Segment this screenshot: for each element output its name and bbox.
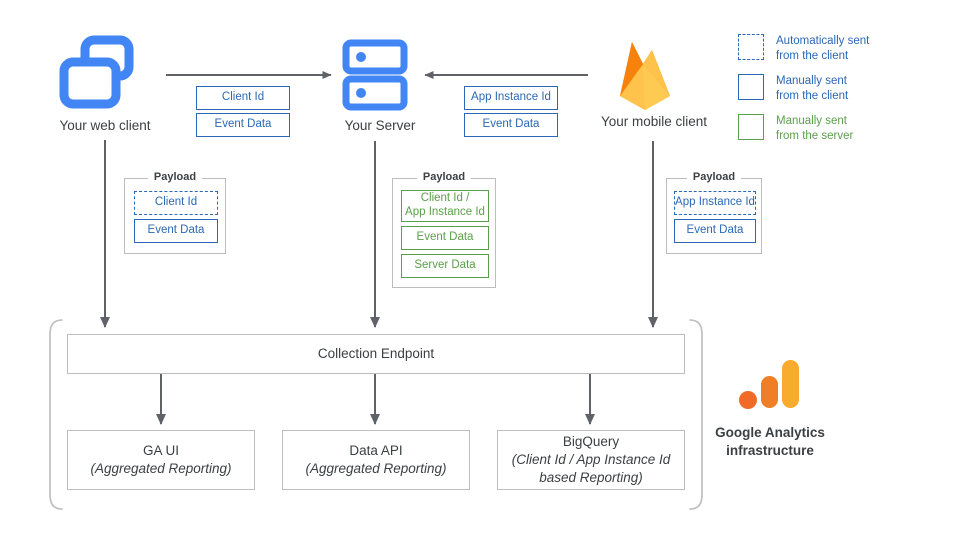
node-server-label: Your Server — [344, 118, 416, 133]
payload-server-item-event-data: Event Data — [401, 226, 489, 250]
output-bigquery-subtitle-line1: (Client Id / App Instance Id — [511, 451, 671, 467]
legend-item-manual-client: Manually sent from the client — [738, 74, 848, 104]
payload-server-item-server-data: Server Data — [401, 254, 489, 278]
payload-web-item-client-id: Client Id — [134, 191, 218, 215]
output-data-api-title: Data API — [349, 442, 403, 458]
payload-server-item-ids: Client Id / App Instance Id — [401, 190, 489, 222]
output-box-ga-ui: GA UI (Aggregated Reporting) — [67, 430, 255, 490]
browser-windows-icon — [59, 35, 134, 109]
payload-web-title: Payload — [147, 171, 203, 183]
payload-web-item-event-data: Event Data — [134, 219, 218, 243]
legend-manual-client-line1: Manually sent — [776, 75, 847, 87]
ga-brand-line1: Google Analytics — [715, 425, 825, 440]
legend-manual-server-line2: from the server — [776, 130, 854, 143]
payload-mobile-item-app-instance-id: App Instance Id — [674, 191, 756, 215]
legend-auto-client-line2: from the client — [776, 50, 849, 63]
legend-label-auto-client: Automatically sent from the client — [776, 34, 869, 64]
legend-swatch-solid-blue — [738, 74, 764, 100]
output-box-data-api: Data API (Aggregated Reporting) — [282, 430, 470, 490]
output-ga-ui-subtitle: (Aggregated Reporting) — [90, 461, 232, 476]
transit-box-app-instance-id: App Instance Id — [464, 86, 558, 110]
ga-brand-line2: infrastructure — [726, 442, 814, 458]
payload-server: Payload Client Id / App Instance Id Even… — [392, 171, 496, 288]
google-analytics-brand: Google Analytics infrastructure — [700, 358, 840, 468]
node-server: Your Server — [340, 38, 420, 138]
output-ga-ui-title: GA UI — [142, 442, 179, 458]
payload-mobile-item-event-data: Event Data — [674, 219, 756, 243]
node-mobile-client-label: Your mobile client — [600, 114, 708, 129]
payload-server-item-ids-line2: App Instance Id — [405, 206, 485, 218]
infrastructure-bracket-right — [689, 319, 703, 510]
transit-box-client-id: Client Id — [196, 86, 290, 110]
legend-manual-client-line2: from the client — [776, 90, 849, 103]
node-web-client: Your web client — [55, 34, 155, 134]
legend-item-manual-server: Manually sent from the server — [738, 114, 853, 144]
output-bigquery-title: BigQuery — [562, 433, 620, 449]
output-box-bigquery: BigQuery (Client Id / App Instance Id ba… — [497, 430, 685, 490]
legend-swatch-solid-green — [738, 114, 764, 140]
payload-mobile: Payload App Instance Id Event Data — [666, 171, 762, 254]
payload-mobile-title: Payload — [686, 171, 742, 183]
legend-label-manual-client: Manually sent from the client — [776, 74, 848, 104]
google-analytics-bars-icon — [739, 360, 799, 409]
server-racks-icon — [342, 39, 408, 111]
transit-box-event-data-mobile: Event Data — [464, 113, 558, 137]
output-data-api-subtitle: (Aggregated Reporting) — [305, 461, 447, 476]
collection-endpoint-box: Collection Endpoint — [67, 334, 685, 374]
legend-item-auto-client: Automatically sent from the client — [738, 34, 869, 64]
legend-swatch-dashed-blue — [738, 34, 764, 60]
transit-box-event-data: Event Data — [196, 113, 290, 137]
payload-web: Payload Client Id Event Data — [124, 171, 226, 254]
node-mobile-client: Your mobile client — [601, 34, 707, 134]
google-analytics-brand-label: Google Analytics infrastructure — [695, 424, 845, 459]
payload-server-item-ids-line1: Client Id / — [420, 192, 470, 205]
collection-endpoint-label: Collection Endpoint — [317, 345, 435, 361]
legend-manual-server-line1: Manually sent — [776, 115, 847, 127]
infrastructure-bracket-left — [49, 319, 63, 510]
legend-label-manual-server: Manually sent from the server — [776, 114, 853, 144]
output-bigquery-subtitle-line2: based Reporting) — [539, 470, 643, 486]
node-web-client-label: Your web client — [59, 118, 151, 133]
firebase-flame-icon — [620, 42, 670, 110]
payload-server-title: Payload — [416, 171, 472, 183]
legend-auto-client-line1: Automatically sent — [776, 35, 870, 47]
